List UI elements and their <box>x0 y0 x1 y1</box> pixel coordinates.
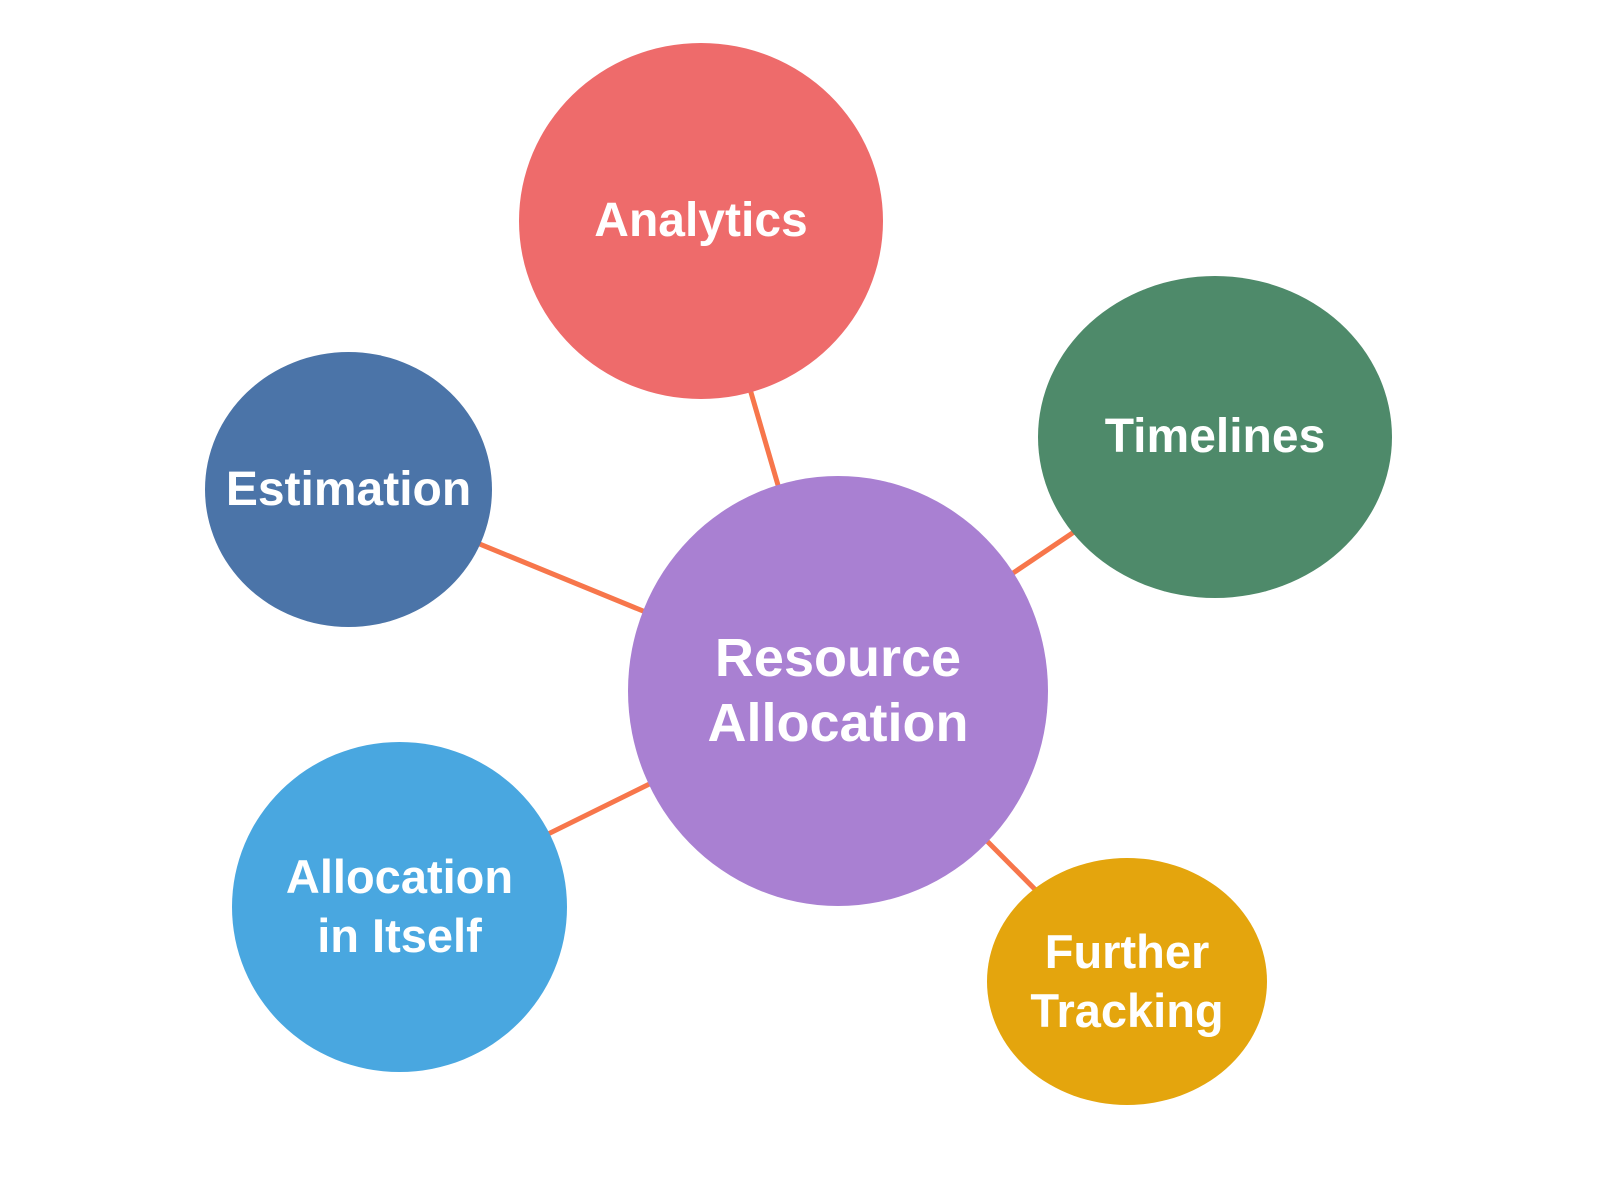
node-resource-allocation: Resource Allocation <box>628 476 1048 906</box>
node-allocation-in-itself-label: Allocation in Itself <box>285 850 514 962</box>
node-timelines: Timelines <box>1038 276 1392 598</box>
node-resource-allocation-label: Resource Allocation <box>707 628 969 753</box>
node-estimation-label: Estimation <box>225 462 472 516</box>
node-estimation: Estimation <box>205 352 492 627</box>
node-analytics-label: Analytics <box>594 194 808 248</box>
node-further-tracking: Further Tracking <box>987 858 1267 1105</box>
node-allocation-in-itself: Allocation in Itself <box>232 742 567 1072</box>
node-analytics: Analytics <box>519 43 883 399</box>
node-further-tracking-label: Further Tracking <box>1030 924 1224 1037</box>
node-timelines-label: Timelines <box>1104 410 1326 464</box>
